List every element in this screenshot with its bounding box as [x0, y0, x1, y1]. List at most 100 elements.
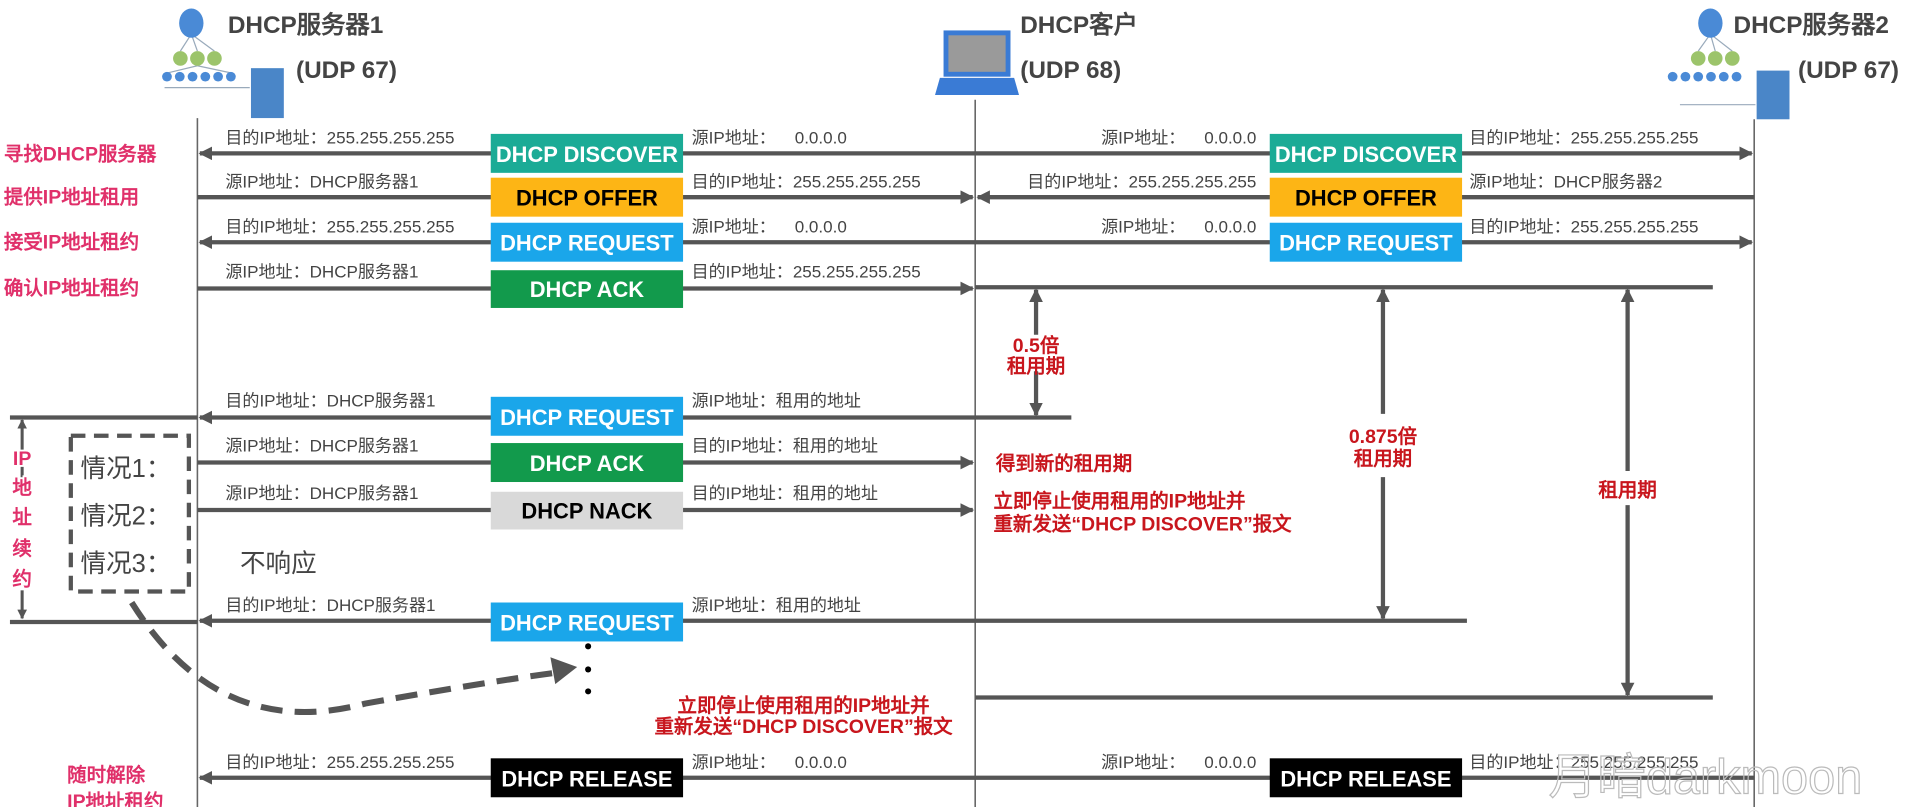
- renewal-request2-src: 源IP地址：租用的地址: [692, 596, 861, 615]
- offer-row: 源IP地址：DHCP服务器1 目的IP地址：255.255.255.255 目的…: [197, 172, 1755, 217]
- ack-box-label: DHCP ACK: [530, 277, 645, 302]
- discover-box-label-2: DHCP DISCOVER: [1275, 142, 1457, 167]
- watermark: 月暗darkmoon: [1548, 751, 1862, 805]
- nack-row: 源IP地址：DHCP服务器1 目的IP地址：租用的地址 DHCP NACK 立即…: [197, 484, 1292, 536]
- renewal-label-char: 地: [12, 476, 32, 499]
- client-name: DHCP客户: [1020, 11, 1138, 39]
- no-response-label: 不响应: [240, 550, 317, 578]
- case-1-label: 情况1：: [81, 455, 172, 483]
- renewal-request-dest: 目的IP地址：DHCP服务器1: [225, 392, 435, 411]
- discover-dest-label-2: 目的IP地址：255.255.255.255: [1469, 129, 1698, 148]
- phase-release-2: IP地址租约: [67, 790, 163, 807]
- nack-note-1: 立即停止使用租用的IP地址并: [993, 490, 1245, 513]
- discover-dest-label: 目的IP地址：255.255.255.255: [225, 129, 454, 148]
- nack-box-label: DHCP NACK: [521, 499, 652, 524]
- server2-port: (UDP 67): [1798, 57, 1899, 84]
- request-box-2: [1269, 222, 1463, 262]
- nack-dest: 目的IP地址：租用的地址: [692, 484, 878, 503]
- discover-box-label: DHCP DISCOVER: [496, 142, 678, 167]
- half-lease-label-2: 租用期: [1007, 354, 1065, 377]
- server2-name: DHCP服务器2: [1734, 11, 1889, 39]
- ellipsis-dots: [585, 643, 592, 695]
- renewal-request-src: 源IP地址：租用的地址: [692, 392, 861, 411]
- discover-src-label-2: 源IP地址： 0.0.0.0: [1101, 129, 1256, 148]
- phase-ack: 确认IP地址租约: [4, 277, 139, 300]
- timeout-arrowhead: [550, 657, 578, 685]
- renewal-request2-dest: 目的IP地址：DHCP服务器1: [225, 596, 435, 615]
- release-box-2: [1269, 758, 1463, 798]
- renewal-request-row: 目的IP地址：DHCP服务器1 源IP地址：租用的地址 DHCP REQUEST: [9, 392, 1072, 436]
- renewal-ack-box: [490, 443, 684, 483]
- client-port: (UDP 68): [1020, 57, 1121, 84]
- server2-icon: [1667, 8, 1790, 120]
- full-lease-label: 租用期: [1598, 479, 1656, 502]
- case-2-label: 情况2：: [81, 503, 172, 531]
- renewal-bracket: IP 地 址 续 约: [11, 418, 34, 620]
- laptop-icon: [935, 30, 1020, 95]
- nack-box: [490, 491, 684, 530]
- case-3-label: 情况3：: [81, 550, 172, 578]
- half-lease-timer: 0.5倍 租用期: [1007, 288, 1065, 417]
- release-src: 源IP地址： 0.0.0.0: [692, 753, 847, 772]
- phase-discover: 寻找DHCP服务器: [4, 143, 157, 166]
- full-lease-timer: 租用期: [1598, 288, 1657, 697]
- release-src-2: 源IP地址： 0.0.0.0: [1101, 753, 1256, 772]
- offer-dest-label-2: 目的IP地址：255.255.255.255: [1027, 172, 1256, 191]
- release-box-label-2: DHCP RELEASE: [1280, 766, 1451, 791]
- renewal-ack-row: 源IP地址：DHCP服务器1 目的IP地址：租用的地址 DHCP ACK 得到新…: [197, 437, 1132, 483]
- ack-box: [490, 270, 684, 308]
- server1-icon: [162, 8, 284, 119]
- half-lease-label-1: 0.5倍: [1013, 334, 1060, 357]
- offer-box: [490, 177, 684, 217]
- request-src-label-2: 源IP地址： 0.0.0.0: [1101, 217, 1256, 236]
- renewal-request-box: [490, 396, 684, 436]
- offer-box-label: DHCP OFFER: [516, 186, 658, 211]
- seven-eighths-label-2: 租用期: [1354, 447, 1412, 470]
- discover-box-2: [1269, 133, 1463, 173]
- ack-row: 源IP地址：DHCP服务器1 目的IP地址：255.255.255.255 DH…: [197, 263, 1713, 308]
- seven-eighths-lease-timer: 0.875倍 租用期: [1349, 288, 1418, 620]
- offer-box-label-2: DHCP OFFER: [1295, 186, 1437, 211]
- renewal-label-char: 址: [12, 506, 32, 528]
- offer-box-2: [1269, 177, 1463, 217]
- request-src-label: 源IP地址： 0.0.0.0: [692, 217, 847, 236]
- discover-box: [490, 133, 684, 173]
- renewal-ack-src: 源IP地址：DHCP服务器1: [225, 437, 418, 456]
- renewal-request2-row: 目的IP地址：DHCP服务器1 源IP地址：租用的地址 DHCP REQUEST: [9, 596, 1467, 642]
- renewal-request-box-label: DHCP REQUEST: [500, 405, 674, 430]
- request-dest-label: 目的IP地址：255.255.255.255: [225, 217, 454, 236]
- offer-src-label: 源IP地址：DHCP服务器1: [225, 172, 418, 191]
- renewal-ack-box-label: DHCP ACK: [530, 451, 645, 476]
- seven-eighths-label-1: 0.875倍: [1349, 425, 1418, 448]
- renewal-label-char: IP: [13, 448, 31, 470]
- expire-note-1: 立即停止使用租用的IP地址并: [678, 694, 930, 717]
- cases-dashed-box: [68, 433, 192, 594]
- release-row: 目的IP地址：255.255.255.255 源IP地址： 0.0.0.0 源I…: [65, 753, 1755, 807]
- release-dest-2: 目的IP地址：255.255.255.255: [1469, 753, 1698, 772]
- request-row: 目的IP地址：255.255.255.255 源IP地址： 0.0.0.0 源I…: [198, 217, 1754, 262]
- discover-src-label: 源IP地址： 0.0.0.0: [692, 129, 847, 148]
- request-box: [490, 222, 684, 262]
- offer-dest-label: 目的IP地址：255.255.255.255: [692, 172, 921, 191]
- phase-release-1: 随时解除: [67, 763, 145, 786]
- renewal-request2-box: [490, 602, 684, 642]
- ack-src-label: 源IP地址：DHCP服务器1: [225, 263, 418, 282]
- server1-name: DHCP服务器1: [228, 11, 383, 39]
- request-box-label: DHCP REQUEST: [500, 231, 674, 256]
- renewal-label-char: 续: [12, 537, 32, 560]
- discover-row: 目的IP地址：255.255.255.255 源IP地址： 0.0.0.0 源I…: [198, 129, 1754, 173]
- expire-note-2: 重新发送“DHCP DISCOVER”报文: [654, 715, 953, 738]
- phase-offer: 提供IP地址租用: [4, 185, 139, 208]
- renewal-label-char: 约: [12, 567, 31, 590]
- release-box: [490, 758, 684, 798]
- server1-port: (UDP 67): [296, 57, 397, 84]
- release-box-label: DHCP RELEASE: [501, 766, 672, 791]
- nack-src: 源IP地址：DHCP服务器1: [225, 484, 418, 503]
- renewal-ack-dest: 目的IP地址：租用的地址: [692, 437, 878, 456]
- renewal-ack-note: 得到新的租用期: [995, 452, 1132, 475]
- release-dest: 目的IP地址：255.255.255.255: [225, 753, 454, 772]
- offer-src-label-2: 源IP地址：DHCP服务器2: [1469, 172, 1662, 191]
- request-box-label-2: DHCP REQUEST: [1279, 231, 1453, 256]
- nack-note-2: 重新发送“DHCP DISCOVER”报文: [993, 513, 1292, 536]
